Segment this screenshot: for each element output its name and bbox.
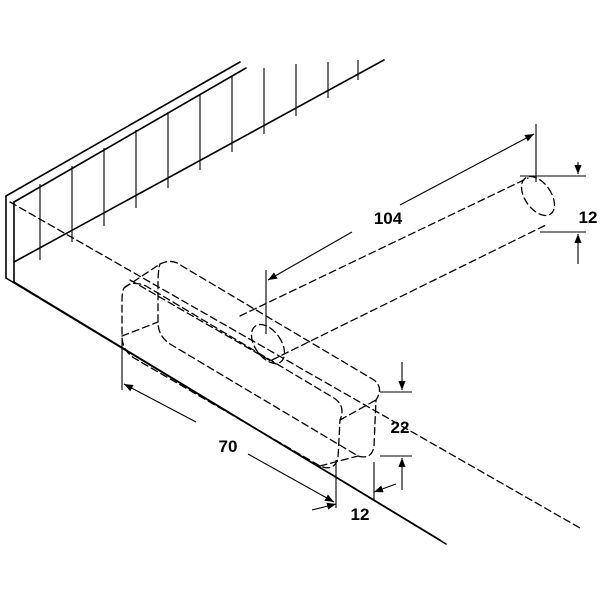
label-22: 22: [391, 418, 410, 437]
drawer-front-edge: [5, 277, 447, 545]
dimension-handle-12: 12: [311, 462, 397, 524]
label-dowel-12: 12: [579, 208, 598, 227]
label-70: 70: [219, 437, 238, 456]
label-handle-12: 12: [351, 505, 370, 524]
dimension-70: 70: [121, 340, 337, 508]
panel-grooves: [39, 60, 359, 260]
dowel-holes: [250, 175, 556, 365]
dimension-104: 104: [265, 124, 537, 334]
dimension-22: 22: [380, 362, 412, 490]
recessed-handle: [121, 260, 381, 469]
drawer-panel: [5, 59, 385, 283]
hidden-centerlines: [9, 177, 581, 529]
dimension-dowel-12: 12: [520, 162, 597, 264]
dowel-hole-front: [250, 323, 286, 365]
label-104: 104: [374, 209, 403, 228]
dowel-hole-rear: [520, 175, 556, 217]
